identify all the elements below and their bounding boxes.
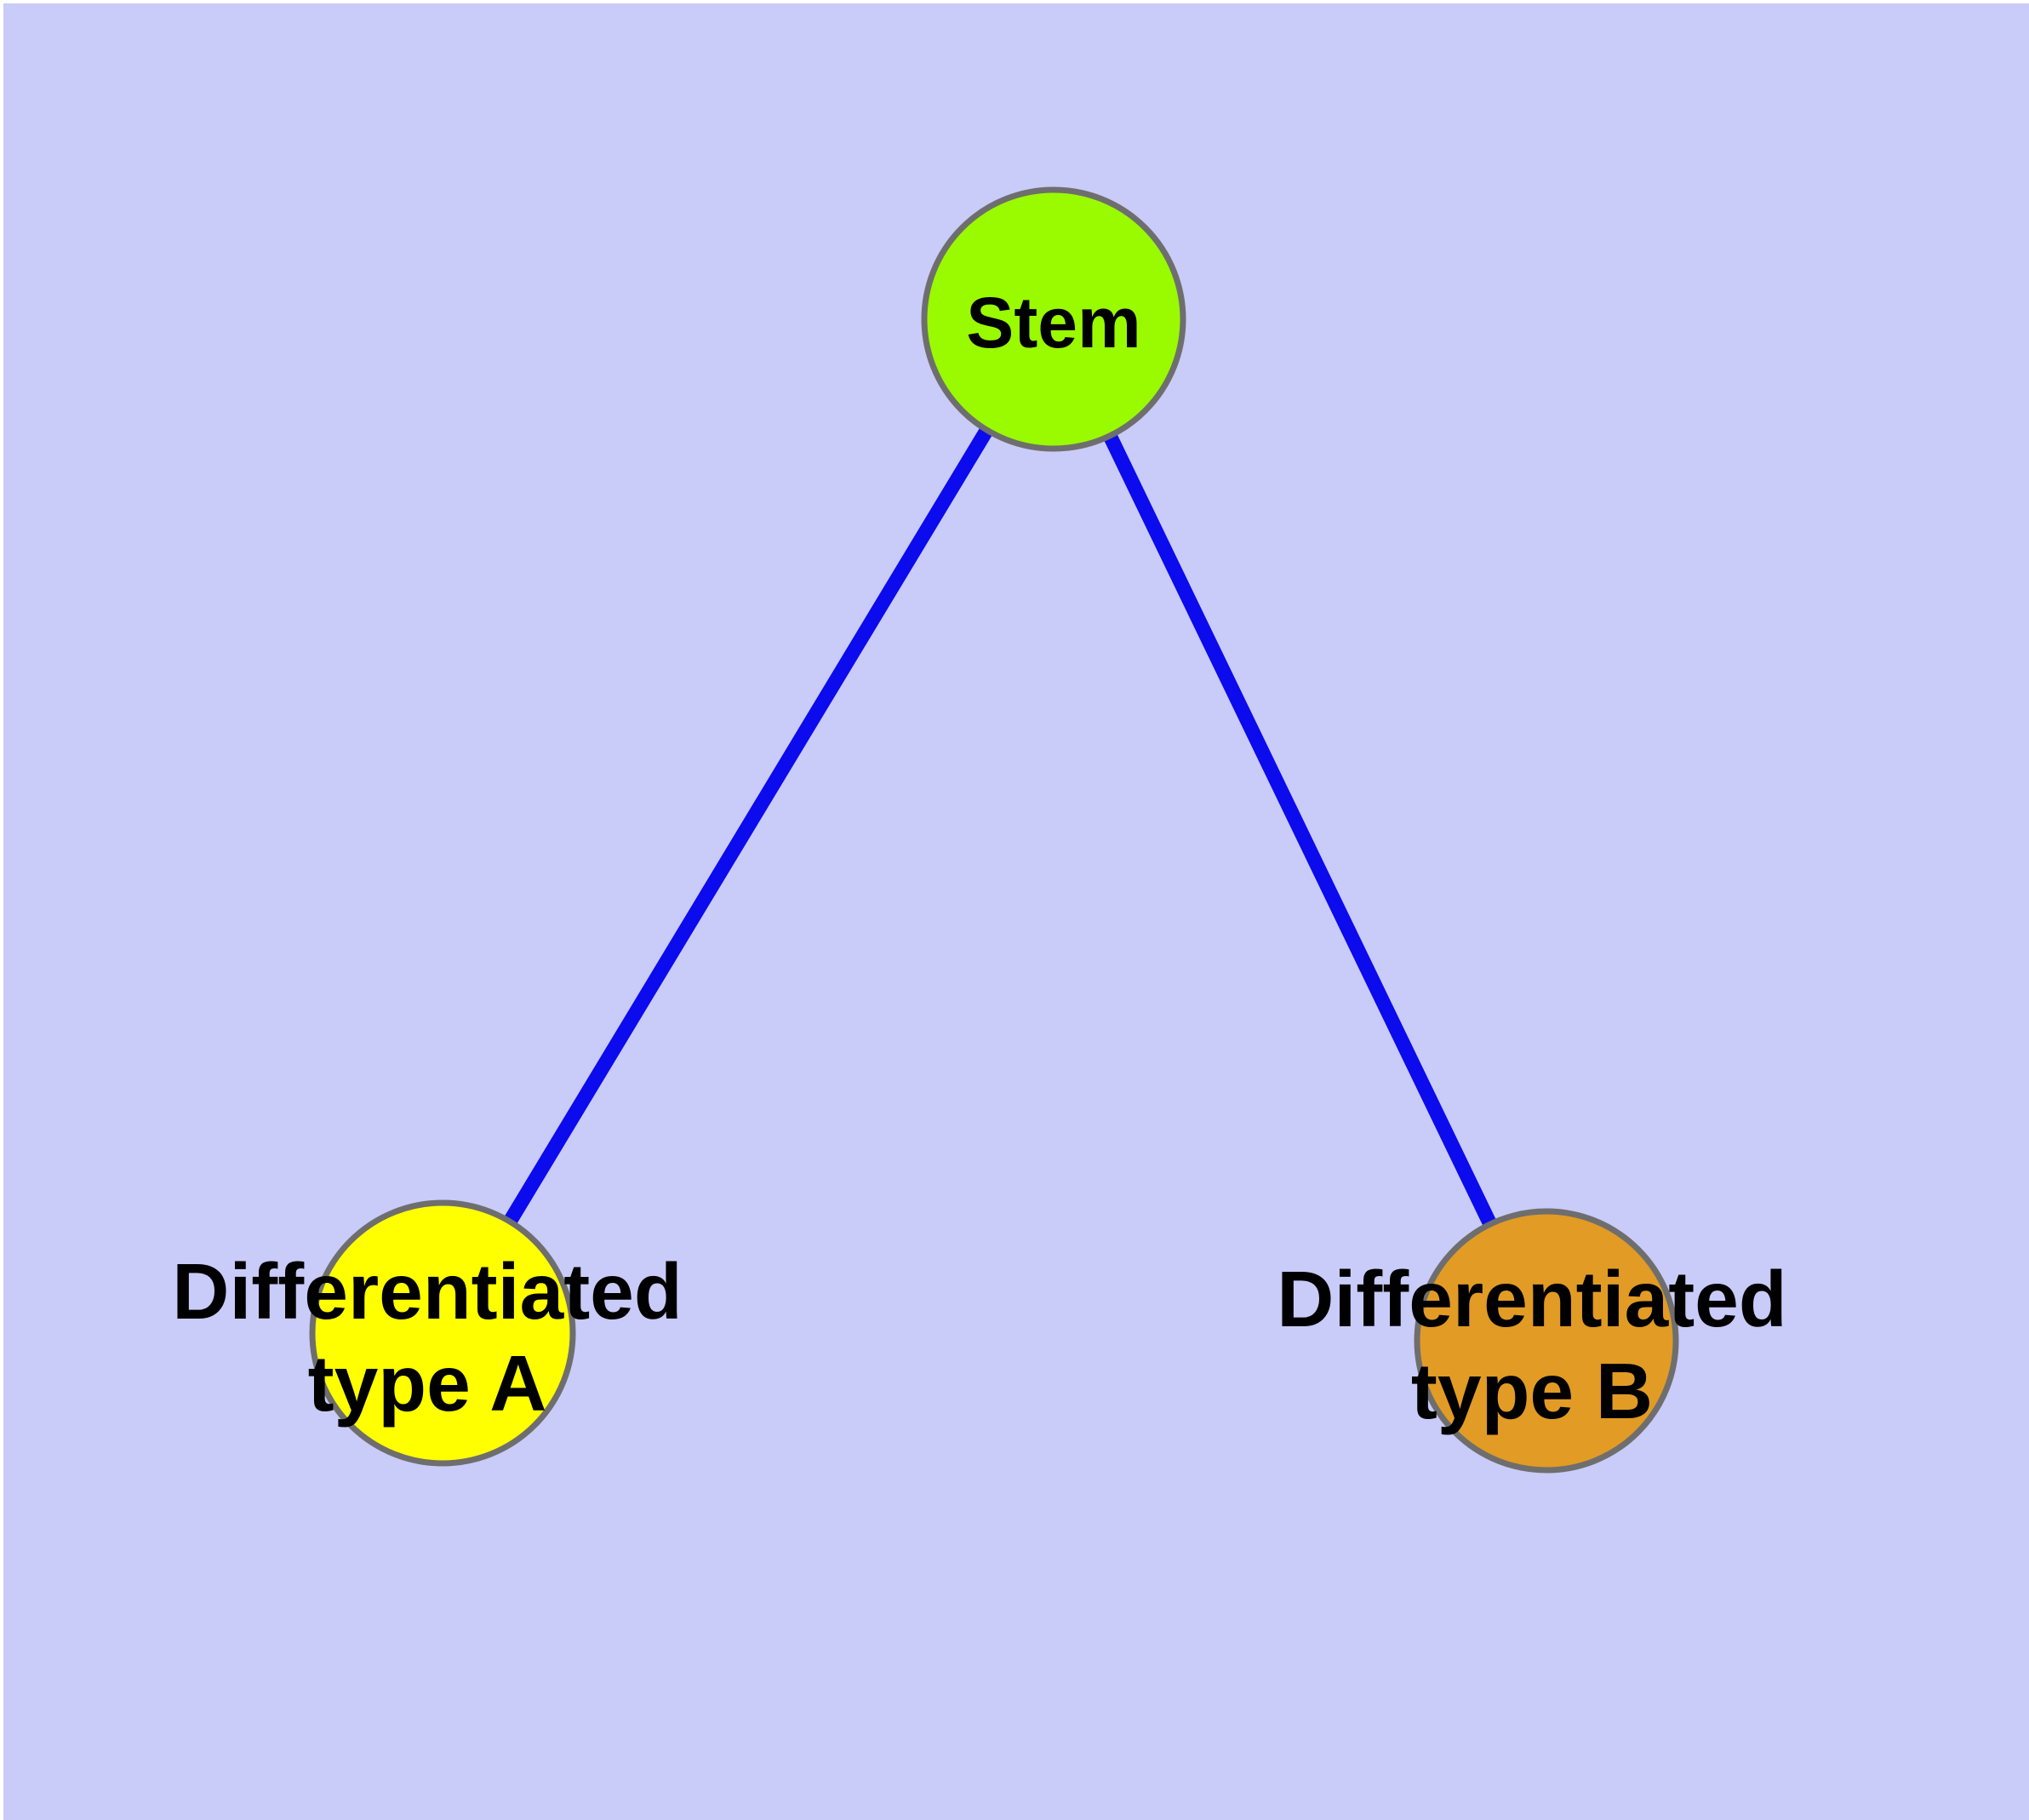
node-differentiated-type-a[interactable]	[309, 1199, 576, 1467]
edge-stem-to-type-a	[436, 315, 1060, 1337]
node-type-a-label-line1: Differentiated	[172, 1247, 682, 1336]
node-type-b-label-line2: type B	[1411, 1347, 1653, 1435]
node-stem[interactable]	[921, 186, 1186, 452]
node-stem-label: Stem	[966, 283, 1140, 363]
node-type-b-label-line1: Differentiated	[1277, 1255, 1786, 1343]
node-differentiated-type-b[interactable]	[1414, 1208, 1679, 1474]
node-type-a-label-line2: type A	[308, 1339, 547, 1428]
edge-stem-to-type-b	[1047, 316, 1553, 1344]
